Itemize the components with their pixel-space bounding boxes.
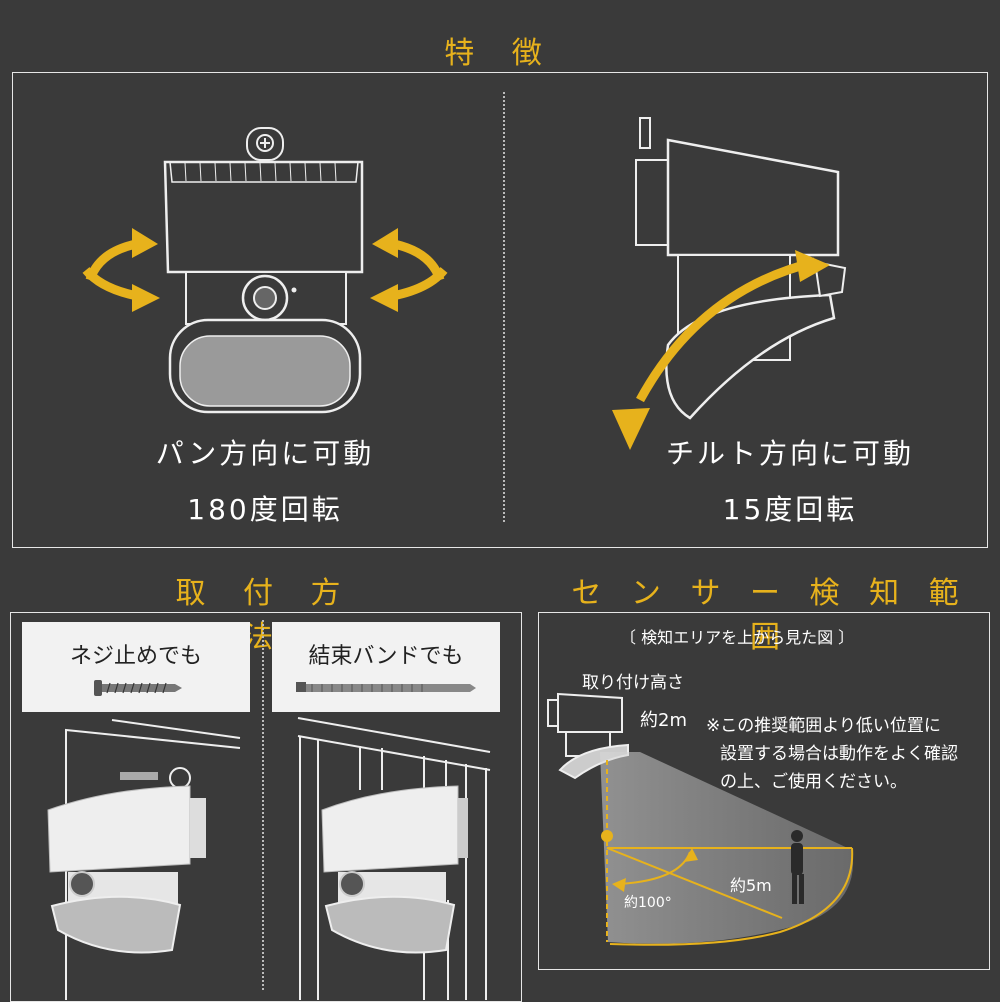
pan-rotation: 180度回転 <box>187 493 343 526</box>
sensor-subtitle: 〔 検知エリアを上から見た図 〕 <box>620 628 855 647</box>
band-label: 結束バンドでも <box>308 644 464 669</box>
features-panel <box>12 72 988 548</box>
mount-height-label: 取り付け高さ <box>582 673 684 693</box>
screw-label: ネジ止めでも <box>69 644 202 669</box>
features-divider <box>503 92 505 522</box>
person-icon <box>791 830 804 904</box>
pan-caption: パン方向に可動 <box>155 437 375 470</box>
tilt-rotation: 15度回転 <box>722 493 858 526</box>
sensor-panel <box>538 612 990 970</box>
tilt-caption: チルト方向に可動 <box>665 437 914 470</box>
screw-icon <box>94 680 182 696</box>
band-label-box: 結束バンドでも <box>272 622 500 712</box>
note-line-1: ※この推奨範囲より低い位置に <box>706 716 941 736</box>
height-value: 約2m <box>640 710 687 731</box>
sensor-note: ※この推奨範囲より低い位置に 設置する場合は動作をよく確認 の上、ご使用ください… <box>706 712 958 796</box>
mounting-title: 取 付 方 法 <box>175 576 355 655</box>
range-value: 約5m <box>730 876 772 895</box>
sensor-title: セ ン サ ー 検 知 範 囲 <box>571 576 969 655</box>
angle-value: 約100° <box>624 895 672 911</box>
features-title: 特 徴 <box>444 36 556 71</box>
note-line-3: の上、ご使用ください。 <box>720 772 907 792</box>
mounting-divider <box>262 620 264 990</box>
screw-label-box: ネジ止めでも <box>22 622 250 712</box>
cable-tie-icon <box>296 682 476 692</box>
note-line-2: 設置する場合は動作をよく確認 <box>720 744 958 764</box>
